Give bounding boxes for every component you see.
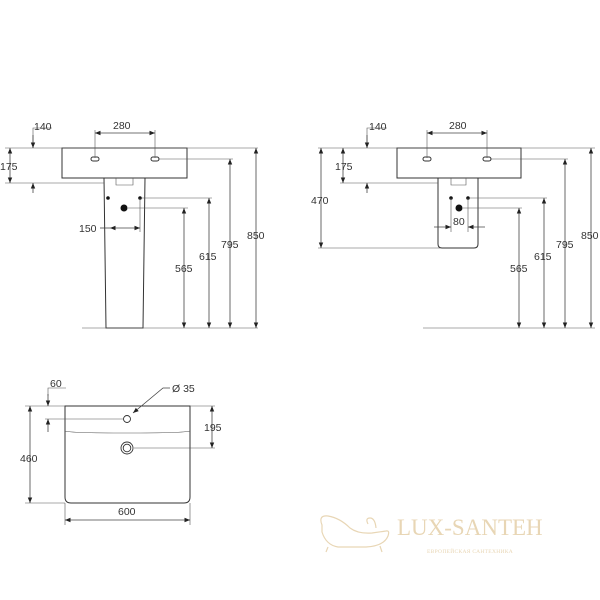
semi-pedestal-outline <box>437 177 479 249</box>
basin-outline <box>61 147 188 179</box>
dim-semi-pedestal-height: 470 <box>311 195 329 207</box>
top-view: 60 Ø 35 195 460 600 <box>20 378 222 525</box>
dim-tap-height: 795 <box>556 239 574 251</box>
drain-inner <box>122 443 132 453</box>
dim-supply-height: 615 <box>534 251 552 263</box>
logo-name: LUX-SANTEH <box>397 515 543 540</box>
dim-tap-offset: 140 <box>34 121 52 133</box>
dim-waste-height: 565 <box>510 263 528 275</box>
supply-point-left <box>106 196 110 200</box>
dim-leader <box>47 387 66 396</box>
dim-drain-offset: 195 <box>204 422 222 434</box>
pedestal-outline <box>103 177 146 329</box>
waste-point <box>120 204 128 212</box>
dim-basin-height: 175 <box>0 161 18 173</box>
dim-supply-spacing: 80 <box>453 216 465 228</box>
dim-leader <box>132 387 170 414</box>
dim-waste-height: 565 <box>175 263 193 275</box>
waste-point <box>455 204 463 212</box>
logo-watermark: LUX-SANTEH ЕВРОПЕЙСКАЯ САНТЕХНИКА <box>320 515 543 555</box>
dim-tap-offset: 140 <box>369 121 387 133</box>
tap-hole <box>123 415 131 423</box>
front-view-semi-pedestal: 470 140 175 280 80 565 615 795 850 <box>311 120 599 329</box>
dim-tap-spacing: 280 <box>449 120 467 132</box>
dim-total-height: 850 <box>247 230 265 242</box>
dim-total-height: 850 <box>581 230 599 242</box>
dim-supply-height: 615 <box>199 251 217 263</box>
dim-tap-spacing: 280 <box>113 120 131 132</box>
dim-tap-height: 795 <box>221 239 239 251</box>
bowl-rim <box>64 430 191 434</box>
dim-tap-hole-offset: 60 <box>50 378 62 390</box>
basin-outline <box>396 147 522 179</box>
dim-basin-height: 175 <box>335 161 353 173</box>
basin-top-outline <box>64 405 191 504</box>
dim-depth: 460 <box>20 453 38 465</box>
dim-supply-spacing: 150 <box>79 223 97 235</box>
bathtub-icon <box>320 515 390 553</box>
dim-width: 600 <box>118 506 136 518</box>
dim-tap-hole-diameter: Ø 35 <box>172 383 195 395</box>
front-view-pedestal: 140 175 280 150 565 615 795 850 <box>0 120 265 329</box>
trap-outline <box>115 178 134 186</box>
logo-tagline: ЕВРОПЕЙСКАЯ САНТЕХНИКА <box>427 547 513 555</box>
trap-outline <box>450 178 467 186</box>
